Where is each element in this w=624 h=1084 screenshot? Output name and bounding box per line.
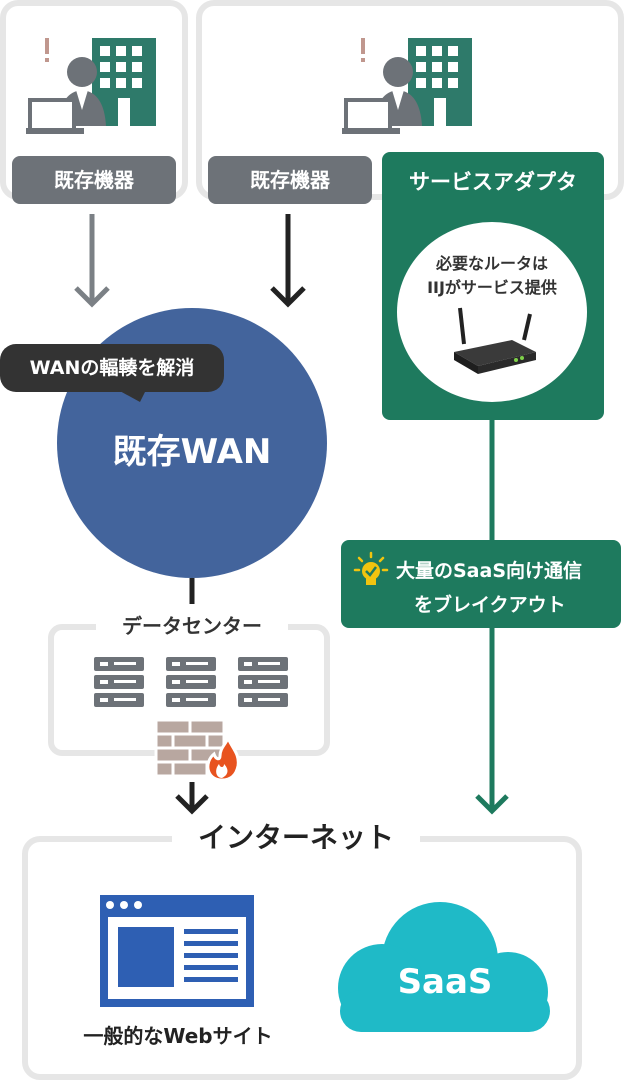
saas-cloud-icon — [338, 902, 550, 1032]
router-icon — [454, 307, 536, 374]
middle-existing-device-label: 既存機器 — [208, 156, 372, 204]
firewall-icon — [154, 718, 240, 782]
wan-bubble: WANの輻輳を解消 — [0, 344, 224, 392]
breakout-line1: 大量のSaaS向け通信 — [396, 560, 583, 582]
website-label: 一般的なWebサイト — [83, 1024, 273, 1048]
router-note-line2: IIJがサービス提供 — [427, 278, 557, 297]
breakout-box — [341, 540, 621, 628]
breakout-line2: をブレイクアウト — [414, 594, 566, 616]
internet-title: インターネット — [172, 816, 420, 856]
router-circle — [397, 222, 587, 402]
saas-label: SaaS — [397, 962, 493, 1002]
wan-title: 既存WAN — [112, 432, 272, 472]
router-note-line1: 必要なルータは — [435, 254, 548, 273]
left-office-illustration — [26, 38, 156, 134]
lightbulb-icon — [353, 551, 389, 585]
left-existing-device-label: 既存機器 — [12, 156, 176, 204]
datacenter-title: データセンター — [96, 610, 288, 639]
right-office-illustration — [342, 38, 472, 134]
wan-bubble-tail — [118, 390, 146, 402]
browser-window-icon — [100, 895, 254, 1007]
service-adapter-title: サービスアダプタ — [409, 170, 577, 194]
